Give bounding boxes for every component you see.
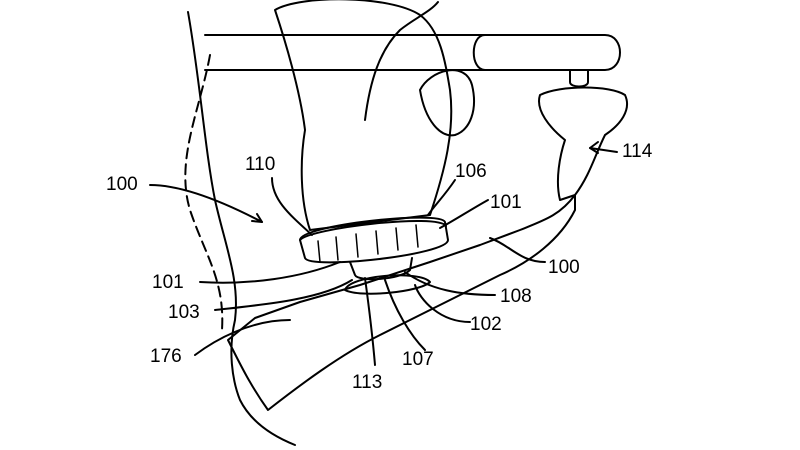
valve-disc <box>344 274 431 295</box>
cap-ring-top <box>299 220 447 241</box>
leader-lines <box>149 141 618 366</box>
ref-101-upper: 101 <box>490 192 522 213</box>
ref-176: 176 <box>150 346 182 367</box>
ref-102: 102 <box>470 314 502 335</box>
ref-103: 103 <box>168 302 200 323</box>
body-hidden-contour <box>184 54 224 331</box>
support-arm <box>538 86 628 201</box>
cap-ribs <box>317 224 419 263</box>
finger-crease <box>364 1 439 121</box>
handle-bar <box>472 34 621 71</box>
ref-100-upper: 100 <box>106 174 138 195</box>
body-outline <box>187 11 296 446</box>
ref-101-lower: 101 <box>152 272 184 293</box>
finger-tip <box>419 69 475 137</box>
cap-ring <box>299 216 449 264</box>
base-plate <box>227 194 576 411</box>
ref-113: 113 <box>352 372 382 393</box>
ref-106: 106 <box>455 161 487 182</box>
valve-body <box>349 257 413 281</box>
hand-outline <box>274 0 453 231</box>
ref-114: 114 <box>622 141 653 162</box>
ref-110: 110 <box>245 154 275 175</box>
ref-100-lower: 100 <box>548 257 580 278</box>
handle-knob <box>569 69 589 88</box>
upper-rail <box>204 34 521 71</box>
ref-107: 107 <box>402 349 434 370</box>
ref-108: 108 <box>500 286 532 307</box>
